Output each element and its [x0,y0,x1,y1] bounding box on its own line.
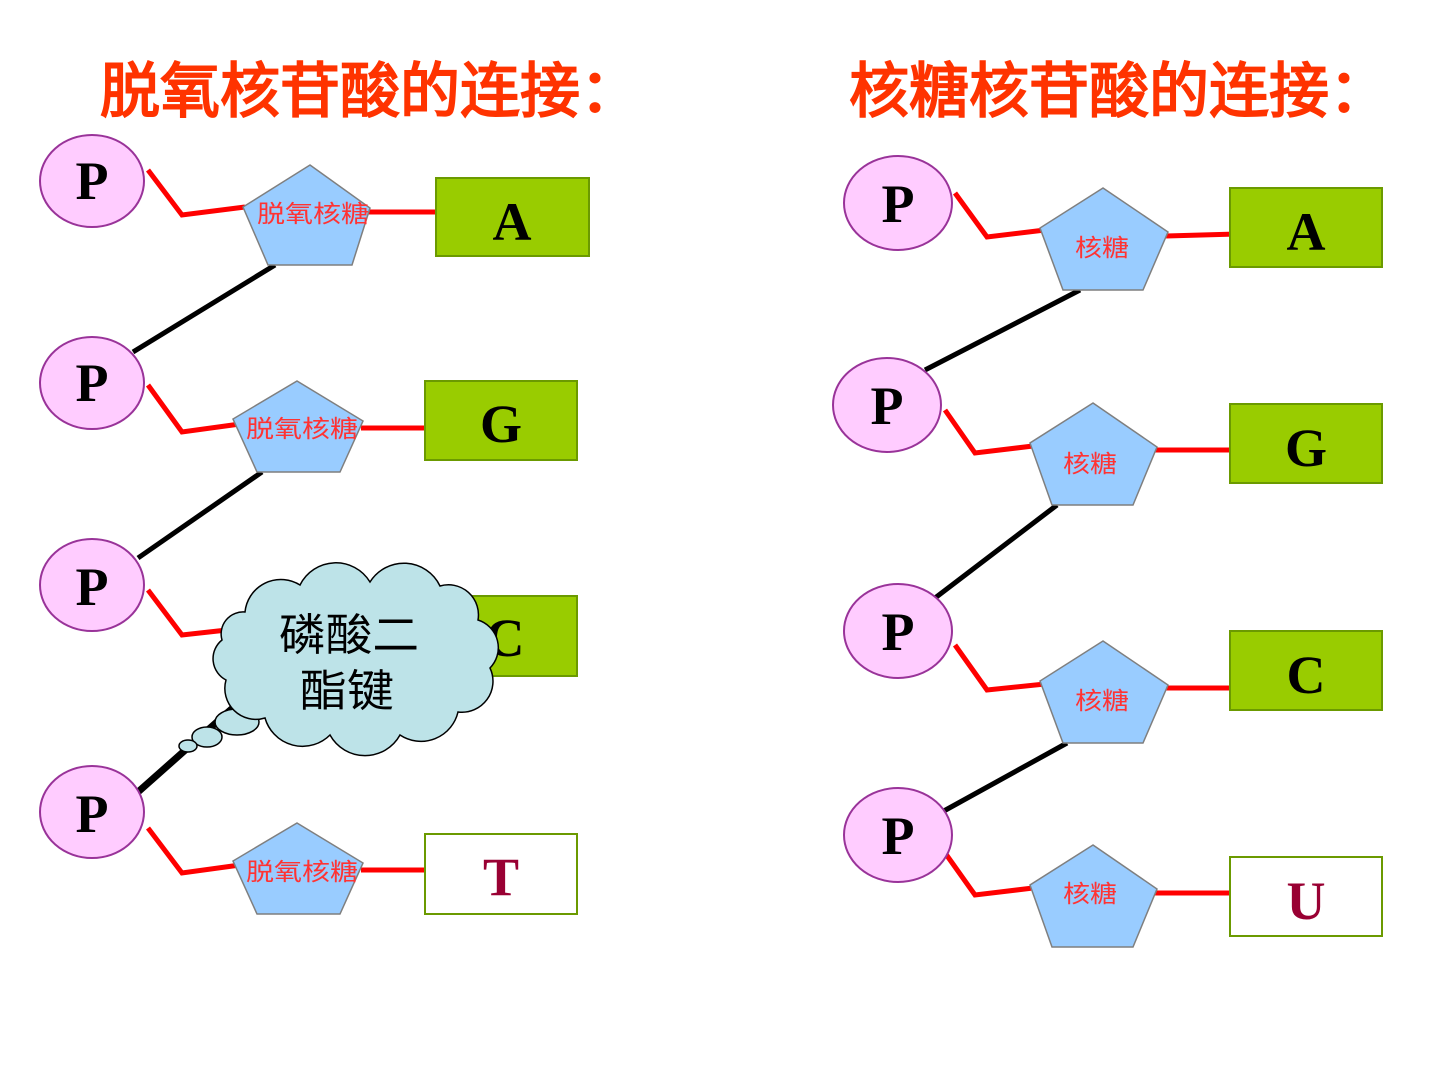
phosphate-sugar-bond [942,408,1034,456]
rna-title: 核糖核苷酸的连接： [849,57,1389,127]
dna-nucleotide-4: P 脱氧核糖 T [39,765,578,915]
rna-nucleotide-3: P 核糖 C [843,583,1383,744]
phosphate-circle [843,787,953,883]
phosphate-circle [39,134,145,228]
phosphate-sugar-bond [952,643,1046,693]
base-box [1229,856,1383,937]
sugar-label: 核糖 [1075,234,1129,262]
phosphate-sugar-bond [146,168,246,218]
phosphate-circle [39,765,145,859]
sugar-base-bond [1165,231,1238,239]
dna-nucleotide-1: P 脱氧核糖 A [39,134,590,266]
sugar-label: 脱氧核糖 [246,858,358,886]
sugar-label: 核糖 [1075,687,1129,715]
ribose-pentagon [1029,402,1158,506]
base-box [424,833,578,915]
base-box [1229,187,1383,268]
base-label: U [1287,871,1326,931]
phosphate-label: P [871,376,904,436]
callout-cloud [212,562,500,757]
ribose-pentagon [1039,640,1169,744]
phosphate-circle [843,583,953,679]
rna-nucleotide-4: P 核糖 U [843,787,1383,948]
dna-title: 脱氧核苷酸的连接： [100,57,640,127]
base-label: G [480,394,522,454]
dna-backbone-bond-2 [136,469,264,561]
base-label: C [1287,645,1326,705]
callout-tail-bubble-medium [191,726,223,748]
phosphate-label: P [76,151,109,211]
callout-text-line-2: 酯键 [300,666,394,717]
phosphate-sugar-bond [952,191,1046,240]
base-box [1229,630,1383,711]
base-box [435,177,590,257]
phosphate-circle [843,155,953,251]
phosphate-circle [39,336,145,430]
callout-tail-bubble-small [178,739,198,753]
rna-nucleotide-1: P 核糖 A [843,155,1383,291]
base-box [1229,403,1383,484]
sugar-label: 脱氧核糖 [246,415,358,443]
sugar-label: 核糖 [1063,880,1117,908]
rna-backbone-bond-2 [933,503,1059,600]
phosphate-label: P [882,806,915,866]
base-label: A [493,192,532,252]
deoxyribose-pentagon [232,380,364,473]
phosphate-sugar-bond [146,826,241,876]
phosphate-sugar-bond [145,383,241,435]
sugar-label: 脱氧核糖 [257,200,369,228]
rna-backbone-bond-3 [940,740,1069,815]
rna-backbone-bond-1 [923,287,1082,373]
phosphate-label: P [76,353,109,413]
deoxyribose-pentagon [242,164,371,266]
callout-text-line-1: 磷酸二 [279,610,419,661]
phosphate-label: P [76,784,109,844]
dna-nucleotide-2: P 脱氧核糖 G [39,336,578,473]
base-label: A [1287,202,1326,262]
ribose-pentagon [1039,187,1169,291]
phosphate-circle [39,538,145,632]
ribose-pentagon [1029,844,1158,948]
rna-strand: P 核糖 A P 核糖 G P 核糖 C [832,155,1383,948]
base-box [424,380,578,461]
rna-nucleotide-2: P 核糖 G [832,357,1383,506]
phosphate-label: P [76,557,109,617]
deoxyribose-pentagon [232,822,364,915]
phosphate-circle [832,357,942,453]
phosphate-label: P [882,602,915,662]
phosphate-label: P [882,174,915,234]
dna-strand: P 脱氧核糖 A P 脱氧核糖 G P C [39,134,590,915]
dna-backbone-bond-1 [131,262,277,355]
phosphodiester-bond-callout: 磷酸二 酯键 [178,562,500,757]
base-label: T [483,847,519,907]
phosphate-sugar-bond [940,848,1034,898]
base-label: G [1285,418,1327,478]
sugar-label: 核糖 [1063,450,1117,478]
